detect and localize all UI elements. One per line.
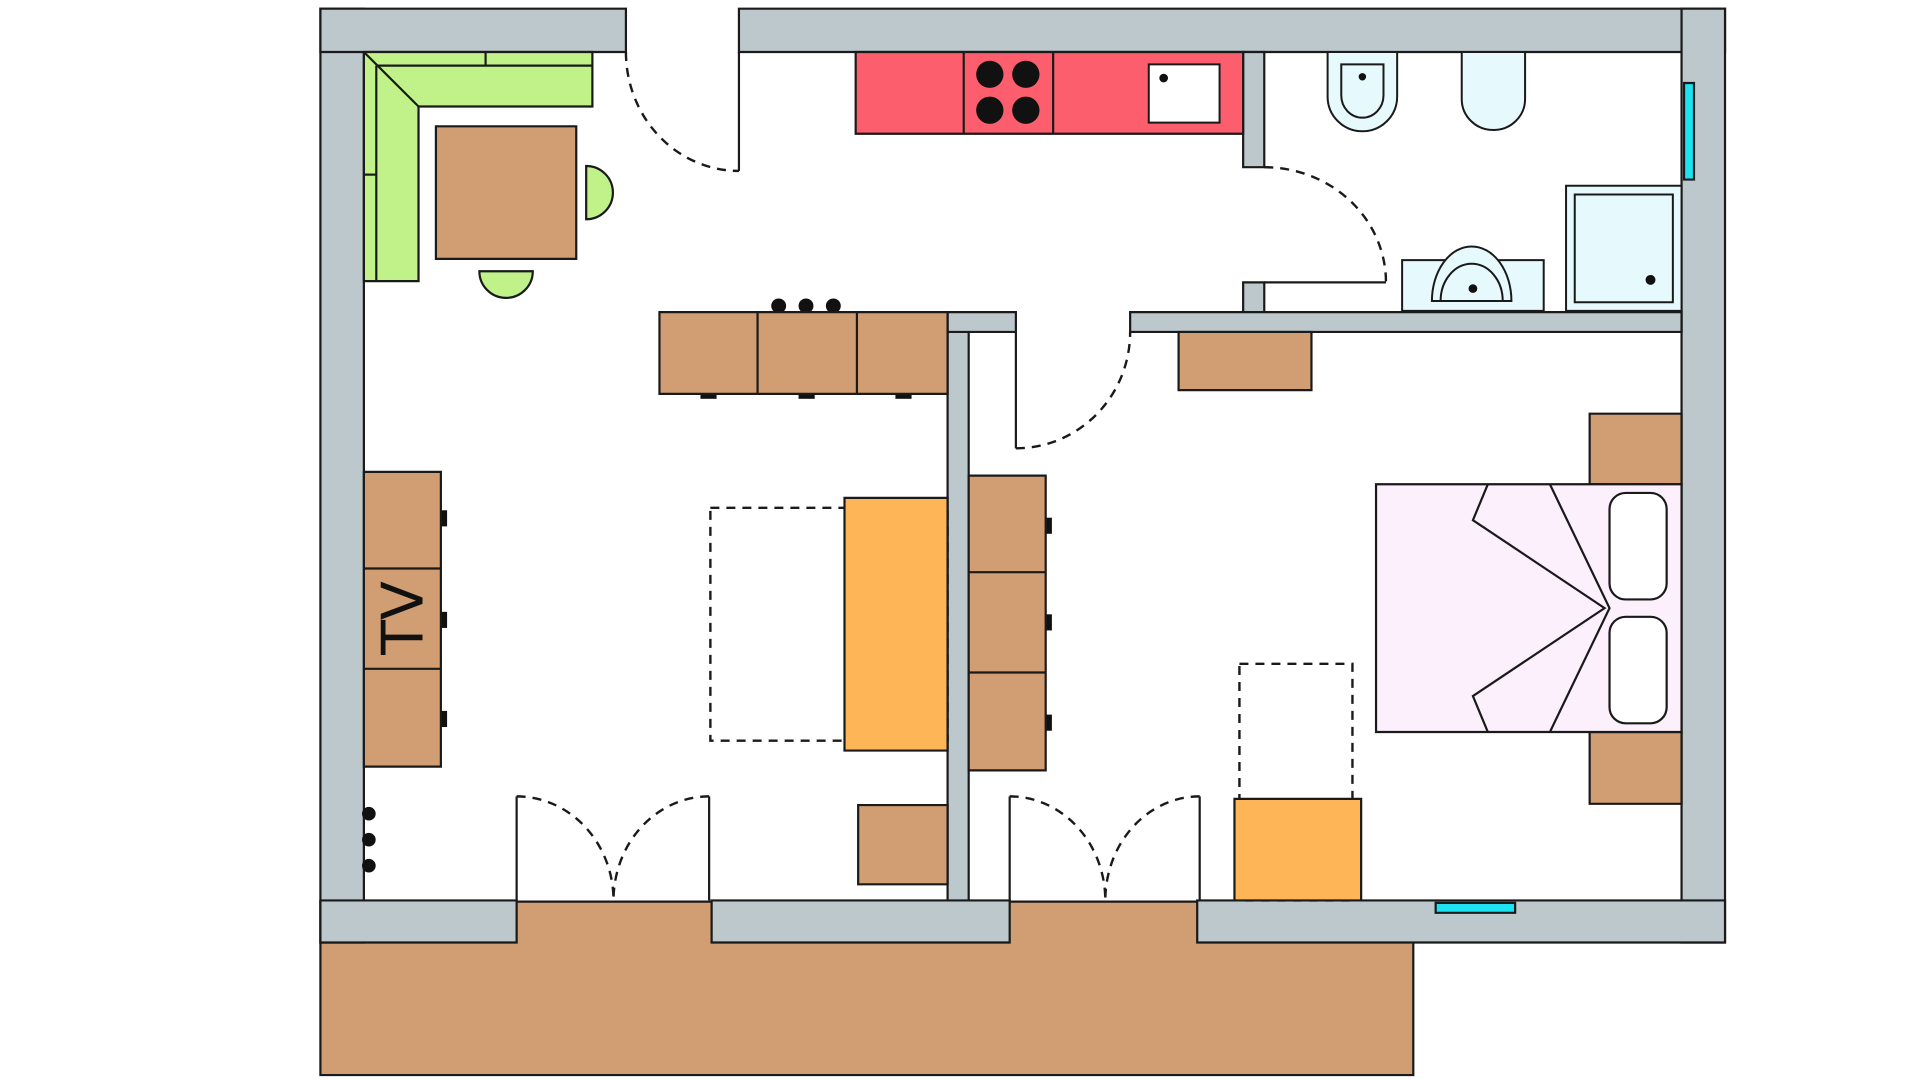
wall-bath-bedroom [1130, 312, 1681, 332]
doors [517, 52, 1386, 900]
washbasin [1432, 246, 1511, 300]
wardrobe-body [969, 476, 1046, 771]
dining-chair-right [586, 166, 613, 219]
living-french-door-swing-right [614, 796, 710, 900]
cabinet-knob [798, 298, 814, 314]
corner-sofa [364, 52, 593, 281]
wall-top-left [320, 9, 626, 52]
nightstand-top [1590, 414, 1682, 485]
living-sideboard [659, 298, 947, 399]
stove-burner [1012, 96, 1040, 124]
wall-sockets [362, 806, 376, 873]
pillow [1610, 617, 1667, 724]
wall-living-bedroom [948, 312, 969, 900]
wall-bottom-1 [320, 900, 516, 942]
socket [362, 832, 376, 847]
wall-kitchen-bath [1243, 52, 1264, 167]
bedroom-desk [1179, 332, 1312, 390]
wardrobe [969, 476, 1052, 771]
bedroom-french-door-swing-right [1105, 796, 1199, 900]
bathroom [1328, 52, 1682, 311]
bedroom-french-door-swing-left [1010, 796, 1106, 900]
living-french-door-swing-left [517, 796, 614, 900]
window-bottom [1436, 903, 1515, 913]
sofa-bed [845, 498, 948, 751]
tv-cabinet-body [364, 472, 441, 767]
bidet [1328, 52, 1398, 131]
stove-burner [1012, 60, 1040, 88]
dining-chair-bottom [479, 271, 532, 298]
kitchen-sink [1149, 64, 1220, 122]
wall-bath-lower-stub [1243, 282, 1264, 312]
tv-cabinet: TV [364, 472, 448, 767]
sideboard-body [659, 312, 947, 394]
cabinet-knob [771, 298, 787, 314]
wall-bottom-2 [712, 900, 1010, 942]
nightstand-bottom [1590, 732, 1682, 804]
wall-hall-stub [948, 312, 1016, 332]
double-bed [1376, 414, 1682, 804]
kitchen-counter [856, 52, 1243, 134]
toilet [1462, 52, 1525, 130]
socket [362, 806, 376, 821]
entry-door-swing [626, 52, 739, 171]
bedroom-door-swing [1016, 332, 1130, 448]
stove-burner [976, 60, 1004, 88]
cabinet-knob [825, 298, 841, 314]
bathroom-door-swing [1264, 167, 1386, 282]
tv-label: TV [370, 581, 436, 656]
dining-table [436, 126, 576, 259]
walls [320, 9, 1725, 943]
wall-left [320, 9, 363, 943]
pillow [1610, 493, 1667, 600]
wall-top-right [739, 9, 1725, 52]
side-table [858, 805, 947, 884]
socket [362, 858, 376, 873]
stove-burner [976, 96, 1004, 124]
bedroom-chair [1234, 799, 1361, 901]
shower-tray [1566, 186, 1681, 311]
window-right [1684, 83, 1694, 180]
